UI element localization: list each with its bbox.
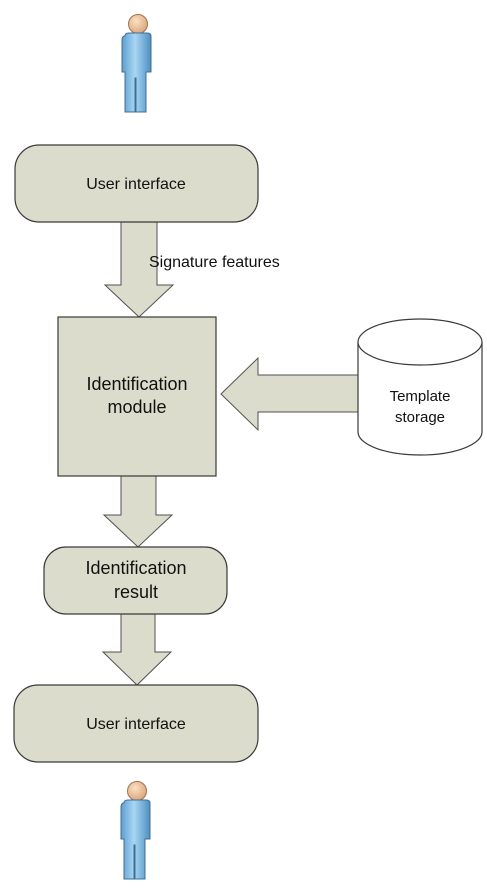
arrow-result-to-ui [101,613,173,686]
node-identification-result-line1: Identification [85,558,186,578]
arrow-ui-to-module [103,221,175,318]
node-template-storage-line2: storage [395,409,445,426]
node-user-interface-bottom: User interface [13,684,259,763]
person-icon [120,781,151,880]
node-user-interface-top-label: User interface [86,176,186,193]
arrow-module-to-result [102,475,174,548]
node-identification-result: Identification result [43,546,228,615]
arrow-storage-to-module [220,356,359,432]
node-identification-module-line2: module [107,397,166,417]
person-icon [121,14,152,113]
node-identification-module: Identification module [57,316,217,477]
node-template-storage: Template storage [357,318,483,456]
node-identification-result-line2: result [114,582,158,602]
node-user-interface-top: User interface [14,144,259,223]
edge-label-signature-features: Signature features [149,254,280,271]
node-user-interface-bottom-label: User interface [86,716,186,733]
node-identification-module-line1: Identification [86,374,187,394]
node-template-storage-line1: Template [390,388,451,405]
